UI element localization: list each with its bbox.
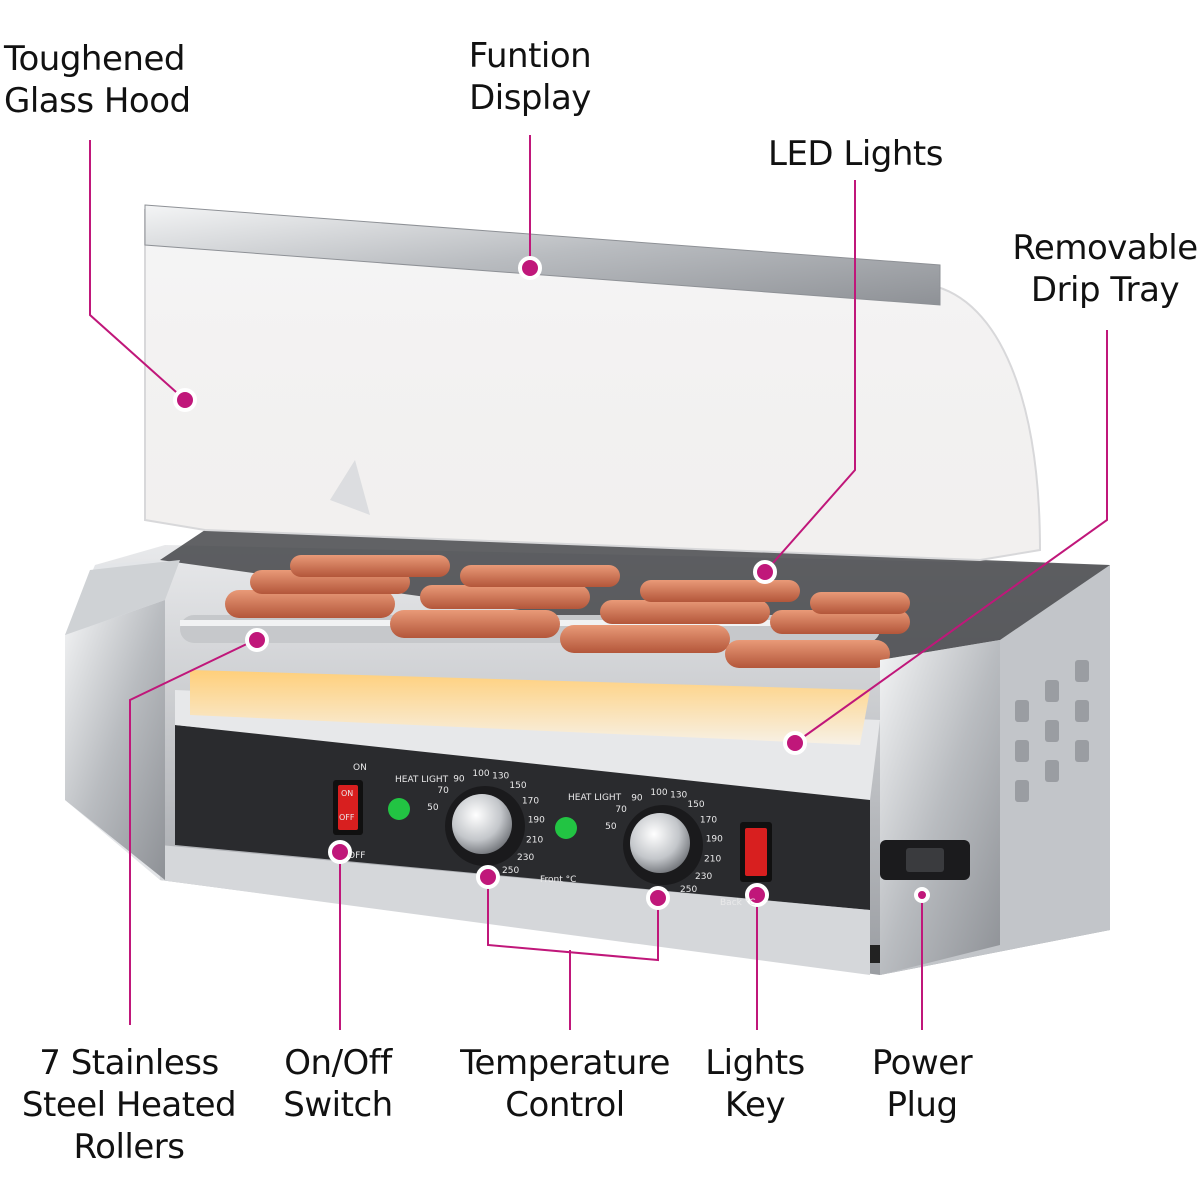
dial-tick-label: 230 <box>517 853 534 863</box>
callout-lines <box>89 135 1108 1030</box>
back-temperature-knob[interactable] <box>623 805 703 885</box>
callout-dots <box>173 256 930 910</box>
heat-light-left-label: HEAT LIGHT <box>395 775 449 785</box>
dial-tick-label: 210 <box>704 854 721 864</box>
power-plug-socket[interactable] <box>880 840 970 880</box>
front-temperature-knob[interactable] <box>445 786 525 866</box>
dial-tick-label: 100 <box>472 769 489 779</box>
dial-tick-label: 250 <box>502 866 519 876</box>
drip-tray <box>175 670 880 800</box>
sausages <box>225 555 910 668</box>
dial-tick-label: 210 <box>526 835 543 845</box>
glass-hood <box>144 204 1042 562</box>
rocker-off-text: OFF <box>339 813 355 822</box>
dial-tick-label: 130 <box>492 772 509 782</box>
dial-tick-label: 150 <box>509 781 526 791</box>
dial-tick-label: 70 <box>615 805 627 815</box>
dial-tick-label: 70 <box>437 786 449 796</box>
left-end-cap <box>65 560 180 880</box>
front-label: Front °C <box>540 875 576 885</box>
label-led-lights: LED Lights <box>768 134 943 174</box>
dial-tick-label: 190 <box>528 816 545 826</box>
rocker-on-text: ON <box>341 789 353 798</box>
dial-tick-label: 100 <box>650 788 667 798</box>
heat-light-right-label: HEAT LIGHT <box>568 793 622 803</box>
heat-light-right-led <box>555 817 577 839</box>
dial-tick-label: 50 <box>605 822 617 832</box>
dial-tick-label: 150 <box>687 800 704 810</box>
dial-tick-label: 90 <box>631 793 643 803</box>
dial-tick-label: 190 <box>706 835 723 845</box>
dial-tick-label: 50 <box>427 803 439 813</box>
on-off-switch[interactable] <box>333 780 363 835</box>
dial-tick-label: 170 <box>522 797 539 807</box>
dial-tick-label: 250 <box>680 885 697 895</box>
heat-light-left-led <box>388 798 410 820</box>
dial-tick-label: 170 <box>700 816 717 826</box>
lights-key-switch[interactable] <box>740 822 772 882</box>
back-label: Back °C <box>720 898 756 908</box>
on-label: ON <box>353 763 367 773</box>
dial-tick-label: 230 <box>695 872 712 882</box>
right-end-cap <box>880 640 1000 975</box>
dial-tick-label: 130 <box>670 791 687 801</box>
dial-tick-label: 90 <box>453 774 465 784</box>
off-text: OFF <box>348 851 365 861</box>
